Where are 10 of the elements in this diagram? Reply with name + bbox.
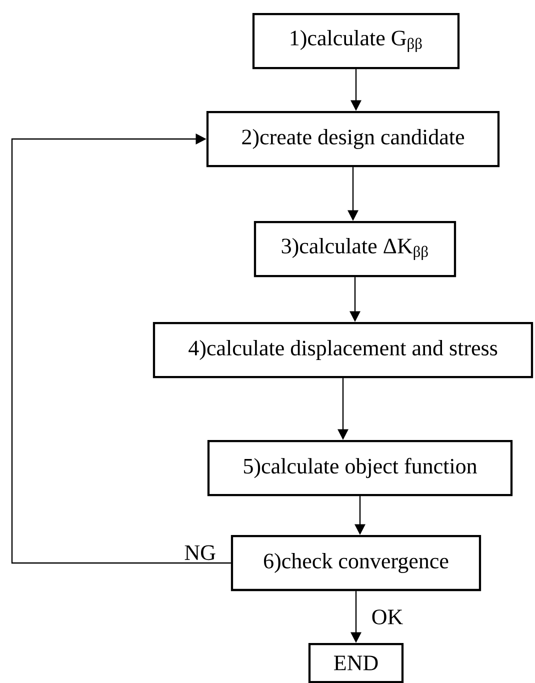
edge-label: NG <box>184 545 216 560</box>
process-box: 1)calculate G$_{ββ}$ <box>252 12 460 70</box>
process-box: 3)calculate ΔK$_{ββ}$ <box>254 220 456 278</box>
process-box: 2)create design candidate <box>206 110 500 168</box>
process-box: END <box>308 642 404 683</box>
process-box: 4)calculate displacement and stress <box>152 322 534 378</box>
process-box: 6)check convergence <box>230 534 482 592</box>
process-box: 5)calculate object function <box>207 440 513 496</box>
edge-label: OK <box>372 610 403 624</box>
arrow <box>11 134 231 564</box>
